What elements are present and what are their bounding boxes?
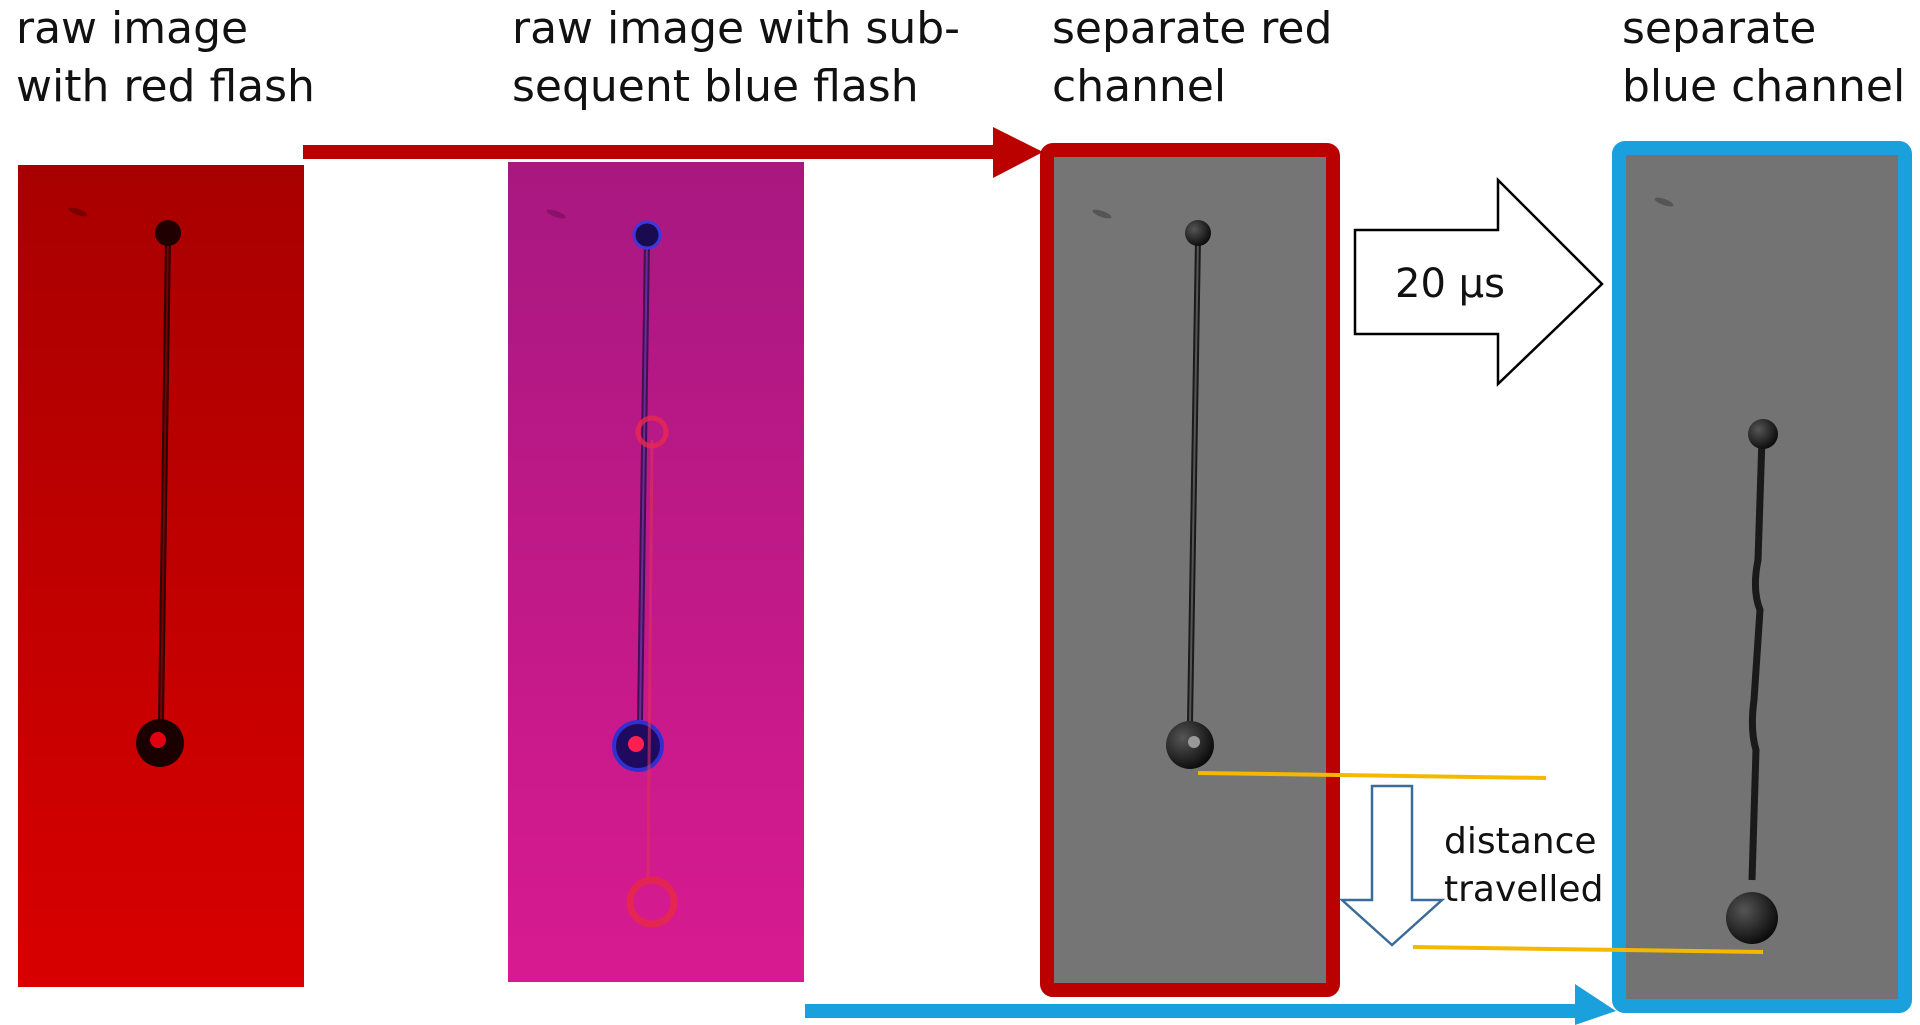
label-line: sequent blue flash [512, 61, 919, 112]
blue-arrow [805, 984, 1616, 1025]
droplet-red-channel [1092, 209, 1214, 769]
label-red-channel: separate red channel [1052, 0, 1332, 116]
distance-arrow-shape [1338, 784, 1446, 947]
time-arrow-shape [1353, 176, 1604, 387]
time-label: 20 µs [1395, 261, 1505, 307]
droplet-red-raw [68, 207, 184, 767]
panel-blue-channel [1612, 141, 1912, 1013]
label-line: travelled [1444, 869, 1604, 910]
label-line: distance [1444, 821, 1597, 862]
droplet-blue-channel [1654, 197, 1778, 944]
yellow-line-end [1412, 945, 1764, 954]
red-arrow [303, 127, 1043, 178]
label-raw-red: raw image with red flash [16, 0, 315, 116]
label-raw-blue: raw image with sub- sequent blue flash [512, 0, 960, 116]
droplet-blue-raw [546, 209, 678, 928]
label-line: raw image [16, 3, 249, 54]
label-line: blue channel [1622, 61, 1906, 112]
label-line: separate red [1052, 3, 1333, 54]
label-blue-channel: separate blue channel [1622, 0, 1905, 116]
yellow-line-start [1197, 771, 1547, 780]
label-line: with red flash [16, 61, 315, 112]
panel-raw-blue [508, 162, 804, 982]
label-line: channel [1052, 61, 1227, 112]
distance-label: distance travelled [1444, 818, 1603, 914]
label-line: raw image with sub- [512, 3, 961, 54]
label-line: separate [1622, 3, 1817, 54]
